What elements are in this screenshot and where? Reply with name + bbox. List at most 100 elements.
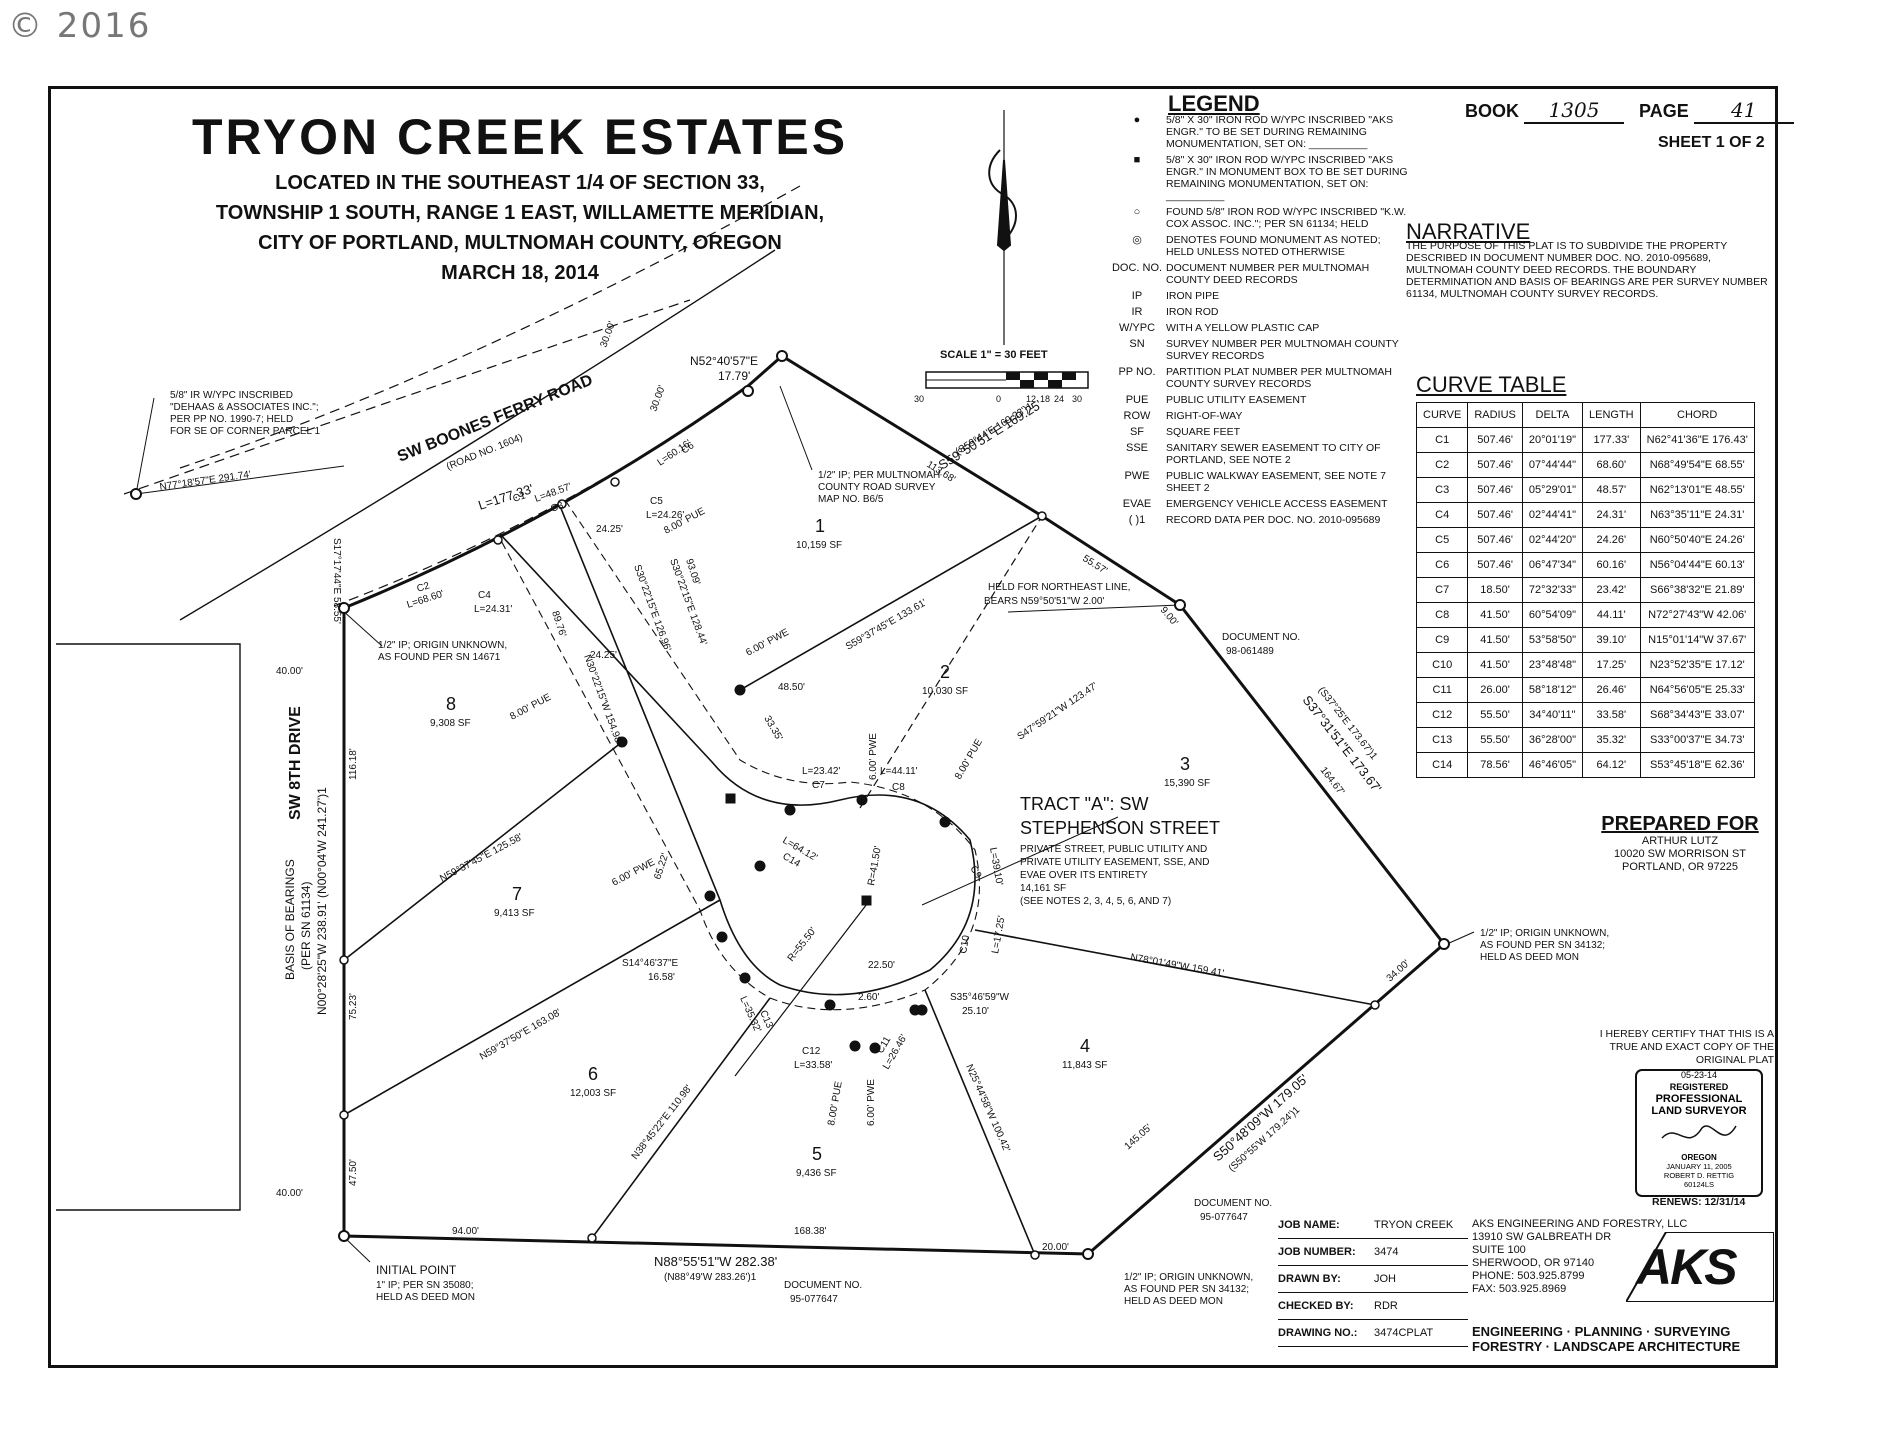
- lbl-doc95b-no: 95-077647: [790, 1294, 838, 1305]
- table-cell: 507.46': [1467, 477, 1523, 503]
- table-cell: C2: [1415, 452, 1469, 478]
- job-value: 3474CPLAT: [1374, 1327, 1434, 1339]
- seal-line-3: LAND SURVEYOR: [1651, 1105, 1746, 1117]
- lbl-ip2-a: 1/2" IP; ORIGIN UNKNOWN,: [1480, 928, 1609, 939]
- table-cell: 24.31': [1582, 502, 1641, 528]
- table-cell: 41.50': [1467, 652, 1523, 678]
- job-row: DRAWING NO.:3474CPLAT: [1278, 1320, 1468, 1347]
- table-cell: 68.60': [1582, 452, 1641, 478]
- scale-tick-4: 24: [1054, 394, 1065, 404]
- scale-label: SCALE 1" = 30 FEET: [940, 349, 1048, 361]
- table-cell: 41.50': [1467, 627, 1523, 653]
- table-cell: C11: [1415, 677, 1469, 703]
- surveyor-seal: 05-23-14 REGISTERED PROFESSIONAL LAND SU…: [1635, 1069, 1763, 1197]
- tract-desc-2: PRIVATE UTILITY EASEMENT, SSE, AND: [1020, 857, 1210, 868]
- table-cell: 24.26': [1582, 527, 1641, 553]
- lbl-pwe-4: 6.00' PWE: [866, 1079, 877, 1126]
- lbl-n30: N30°22'15"W 154.98': [581, 653, 624, 746]
- legend-description: SQUARE FEET: [1166, 426, 1241, 438]
- aks-logo: AKS: [1626, 1232, 1774, 1302]
- legend-symbol: PWE: [1124, 470, 1150, 482]
- lbl-d3335: 33.35': [761, 714, 784, 743]
- lot-2-number: 2: [940, 662, 950, 682]
- lbl-doc95a-no: 95-077647: [1200, 1212, 1248, 1223]
- table-cell: 34°40'11": [1521, 702, 1584, 728]
- aks-addr-1: 13910 SW GALBREATH DR: [1472, 1231, 1612, 1243]
- table-cell: C7: [1415, 577, 1469, 603]
- lbl-d8976: 89.76': [549, 610, 568, 639]
- job-row: JOB NUMBER:3474: [1278, 1239, 1468, 1266]
- lbl-n77: N77°18'57"E 291.74': [159, 469, 252, 493]
- lbl-c12: C12: [802, 1046, 821, 1057]
- table-cell: 55.50': [1467, 702, 1523, 728]
- legend-description: DENOTES FOUND MONUMENT AS NOTED; HELD UN…: [1166, 234, 1381, 258]
- table-cell: 507.46': [1467, 502, 1523, 528]
- table-cell: C12: [1415, 702, 1469, 728]
- curve-table-title: CURVE TABLE: [1416, 372, 1567, 397]
- table-cell: 58°18'12": [1521, 677, 1584, 703]
- lbl-n88: N88°55'51"W 282.38': [654, 1254, 777, 1269]
- lbl-n59a: N59°37'45"E 125.58': [438, 832, 524, 885]
- lot-6-area: 12,003 SF: [570, 1088, 616, 1099]
- lot-6-number: 6: [588, 1064, 598, 1084]
- legend-symbol: IR: [1131, 306, 1143, 318]
- table-cell: 06°47'34": [1521, 552, 1584, 578]
- lbl-d5557: 55.57': [1080, 553, 1109, 577]
- seal-number: 60124LS: [1684, 1180, 1714, 1189]
- seal-renews: RENEWS: 12/31/14: [1652, 1196, 1746, 1208]
- lbl-c7-len: L=23.42': [802, 766, 840, 777]
- tract-title-2: STEPHENSON STREET: [1020, 818, 1220, 838]
- lot-1-area: 10,159 SF: [796, 540, 842, 551]
- lbl-n78: N78°01'49"W 159.41': [1129, 952, 1224, 979]
- lbl-pwe-3: 6.00' PWE: [868, 733, 879, 780]
- lbl-doc95b: DOCUMENT NO.: [784, 1280, 862, 1291]
- lbl-d16838: 168.38': [794, 1226, 827, 1237]
- lbl-ir-1: 5/8" IR W/YPC INSCRIBED: [170, 390, 293, 401]
- basis-1: BASIS OF BEARINGS: [283, 859, 297, 980]
- seal-name: ROBERT D. RETTIG: [1664, 1171, 1734, 1180]
- seal-state: OREGON: [1681, 1153, 1717, 1162]
- table-cell: C8: [1415, 602, 1469, 628]
- table-cell: N68°49'54"E 68.55': [1639, 452, 1755, 478]
- table-cell: C10: [1415, 652, 1469, 678]
- lbl-doc98: DOCUMENT NO.: [1222, 632, 1300, 643]
- legend-symbol: ○: [1133, 206, 1141, 218]
- legend-description: PUBLIC WALKWAY EASEMENT, SEE NOTE 7 SHEE…: [1166, 470, 1386, 494]
- lbl-init-3: HELD AS DEED MON: [376, 1292, 475, 1303]
- table-cell: 177.33': [1582, 427, 1641, 453]
- lot-7-area: 9,413 SF: [494, 908, 535, 919]
- legend-description: IRON PIPE: [1166, 290, 1220, 302]
- lbl-d2250: 22.50': [868, 960, 895, 971]
- lbl-n25: N25°44'58"W 100.42': [963, 1063, 1012, 1154]
- lbl-ip2-b: AS FOUND PER SN 34132;: [1480, 940, 1605, 951]
- legend-row: PP NO.PARTITION PLAT NUMBER PER MULTNOMA…: [1108, 366, 1408, 390]
- lbl-s14: S14°46'37"E: [622, 958, 678, 969]
- table-cell: 46°46'05": [1521, 752, 1584, 778]
- job-value: 3474: [1374, 1246, 1399, 1258]
- legend-symbol: SF: [1129, 426, 1145, 438]
- job-label: JOB NAME:: [1278, 1219, 1340, 1231]
- table-cell: N63°35'11"E 24.31': [1639, 502, 1755, 528]
- job-label: CHECKED BY:: [1278, 1300, 1354, 1312]
- lbl-c12-len: L=33.58': [794, 1060, 832, 1071]
- legend-description: SURVEY NUMBER PER MULTNOMAH COUNTY SURVE…: [1166, 338, 1399, 362]
- lbl-n52-dist: 17.79': [718, 369, 750, 383]
- table-cell: C9: [1415, 627, 1469, 653]
- lbl-ip1-a: 1/2" IP; ORIGIN UNKNOWN,: [378, 640, 507, 651]
- lbl-d14505: 145.05': [1123, 1122, 1155, 1152]
- table-cell: N23°52'35"E 17.12': [1639, 652, 1755, 678]
- aks-info: AKS ENGINEERING AND FORESTRY, LLC 13910 …: [1472, 1218, 1772, 1353]
- lbl-d2425a: 24.25': [596, 524, 623, 535]
- curve-table-header: RADIUS: [1467, 402, 1523, 428]
- narrative: NARRATIVE THE PURPOSE OF THIS PLAT IS TO…: [1406, 221, 1776, 301]
- seal-date: JANUARY 11, 2005: [1666, 1162, 1731, 1171]
